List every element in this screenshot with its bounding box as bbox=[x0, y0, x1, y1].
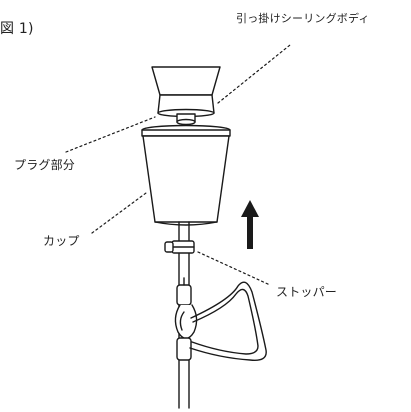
plug-part bbox=[176, 113, 196, 126]
ceiling-body bbox=[151, 66, 221, 118]
label-plug: プラグ部分 bbox=[14, 158, 76, 172]
leader-cup bbox=[91, 192, 147, 234]
up-arrow-icon bbox=[241, 200, 259, 249]
label-stopper: ストッパー bbox=[276, 285, 338, 299]
leader-ceiling-body bbox=[217, 44, 291, 104]
label-ceiling-body: 引っ掛けシーリングボディ bbox=[236, 12, 370, 25]
stopper bbox=[164, 240, 195, 254]
figure-label: 図 1) bbox=[0, 21, 34, 37]
leader-lines bbox=[65, 44, 291, 286]
cord-loop bbox=[189, 281, 267, 361]
cup bbox=[141, 124, 231, 226]
label-cup: カップ bbox=[43, 234, 80, 248]
chain-assembly bbox=[174, 277, 198, 361]
leader-plug bbox=[65, 116, 156, 153]
leader-stopper bbox=[197, 251, 271, 286]
